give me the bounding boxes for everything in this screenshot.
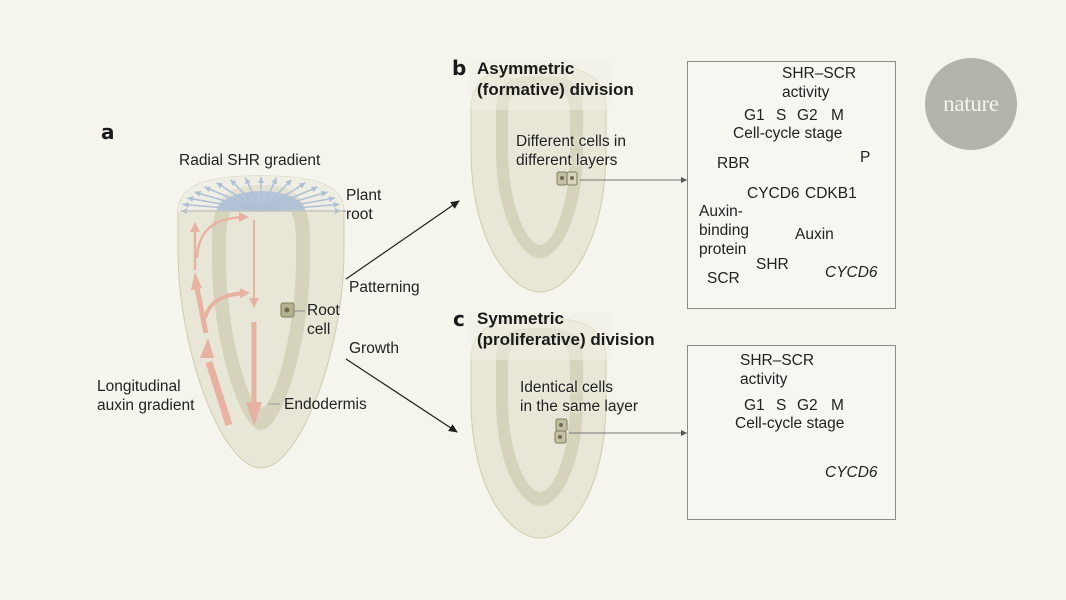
different-cells-label: Different cells in different layers: [516, 133, 626, 169]
panel-c-mechanism-box: [687, 345, 896, 520]
shr-ray: [204, 186, 262, 212]
shr-scr-activity-label-b: SHR–SCR activity: [782, 65, 857, 101]
endodermis-label: Endodermis: [284, 396, 367, 413]
shr-ray: [260, 182, 306, 212]
stage-m-c: M: [831, 397, 844, 414]
cell-cycle-stage-label-b: Cell-cycle stage: [733, 125, 843, 142]
dividing-cells-b: [556, 171, 578, 186]
root-cell-label: Root cell: [307, 302, 340, 338]
dividing-cells-c: [554, 418, 568, 444]
stage-g2-c: G2: [797, 397, 818, 414]
shr-ray: [260, 196, 336, 212]
cycd6-gene-label-c: CYCD6: [825, 464, 878, 481]
shr-ray: [260, 201, 340, 212]
panel-a-letter: a: [101, 120, 115, 144]
shr-ray: [244, 177, 262, 212]
rbr-label: RBR: [717, 155, 750, 172]
shr-label: SHR: [756, 256, 789, 273]
stage-s-b: S: [776, 107, 787, 124]
auxin-label: Auxin: [795, 226, 834, 243]
shr-ray: [260, 179, 293, 212]
stage-g1-b: G1: [744, 107, 765, 124]
shr-ray: [260, 177, 278, 212]
shr-ray: [186, 196, 262, 212]
plant-root-label: Plant root: [346, 187, 382, 223]
root-illustration-b: [470, 60, 687, 293]
panel-b-title: Asymmetric (formative) division: [477, 59, 634, 99]
auxin-flow-arrows: [190, 212, 262, 427]
panel-b-letter: b: [452, 56, 467, 80]
panel-b-mechanism-box: [687, 61, 896, 309]
root-illustration-c: [470, 312, 687, 539]
growth-arrow: [345, 358, 458, 433]
shr-ray: [216, 182, 262, 212]
shr-scr-activity-label-c: SHR–SCR activity: [740, 352, 815, 388]
patterning-arrow: [345, 200, 460, 280]
root-cell-a: [280, 302, 295, 318]
logo-text: nature: [943, 91, 999, 116]
shr-ray: [229, 179, 262, 212]
growth-label: Growth: [349, 340, 399, 357]
shr-ray: [182, 201, 262, 212]
auxin-binding-protein-label: Auxin- binding protein: [699, 203, 749, 258]
cycd6-gene-label-b: CYCD6: [825, 264, 878, 281]
scr-label: SCR: [707, 270, 740, 287]
panel-c-title: Symmetric (proliferative) division: [477, 309, 655, 349]
identical-cells-label: Identical cells in the same layer: [520, 379, 639, 415]
cycd6-label: CYCD6: [747, 185, 800, 202]
nature-logo: nature: [925, 58, 1017, 150]
radial-shr-gradient-label: Radial SHR gradient: [179, 152, 321, 169]
shr-ray: [260, 186, 318, 212]
shr-ray: [194, 190, 262, 212]
stage-g1-c: G1: [744, 397, 765, 414]
root-illustration-a: [177, 175, 346, 469]
stage-s-c: S: [776, 397, 787, 414]
cell-cycle-stage-label-c: Cell-cycle stage: [735, 415, 845, 432]
panel-c-letter: c: [453, 307, 465, 331]
longitudinal-auxin-gradient-label: Longitudinal auxin gradient: [97, 378, 195, 414]
patterning-label: Patterning: [349, 279, 420, 296]
phosphate-label: P: [860, 149, 871, 166]
stage-g2-b: G2: [797, 107, 818, 124]
shr-ray: [260, 190, 328, 212]
stage-m-b: M: [831, 107, 844, 124]
cdkb1-label: CDKB1: [805, 185, 857, 202]
